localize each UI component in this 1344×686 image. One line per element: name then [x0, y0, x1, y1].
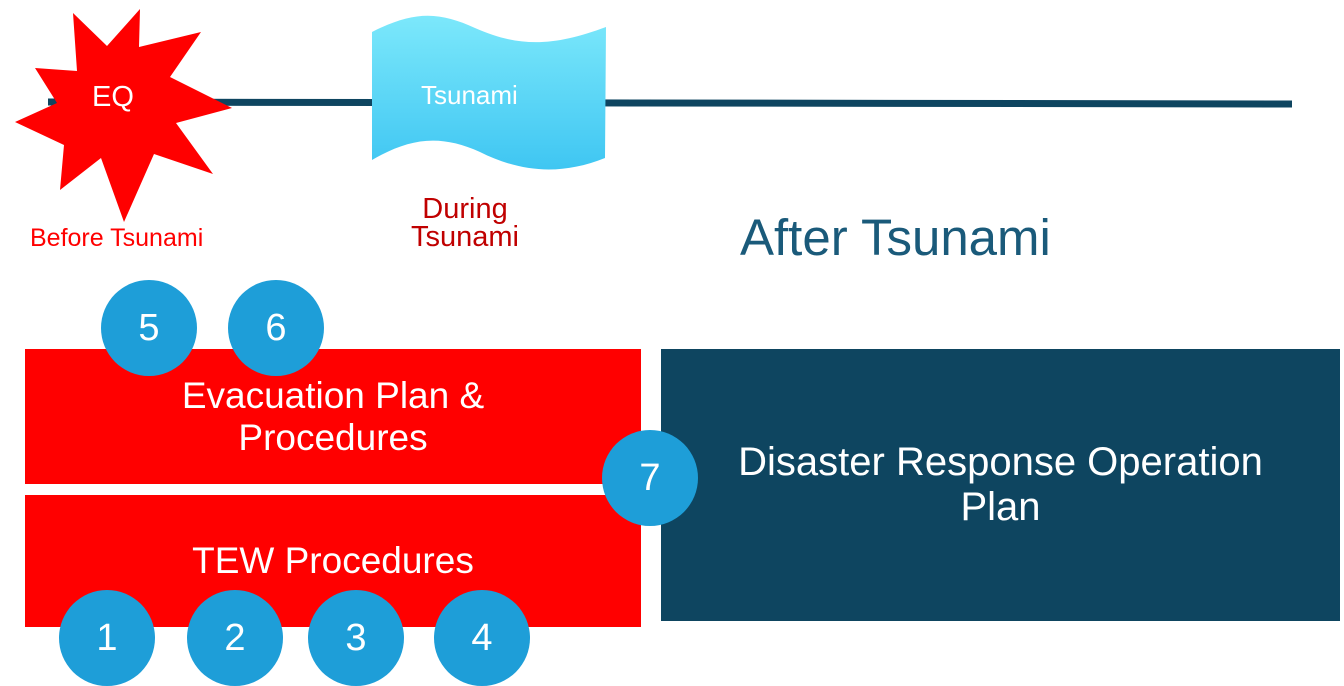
disaster-response-box: Disaster Response Operation Plan — [661, 349, 1340, 621]
phase-after-label: After Tsunami — [740, 209, 1051, 266]
phase-during-label: During Tsunami — [390, 193, 540, 253]
phase-during-line1: During — [422, 193, 508, 225]
tew-procedures-label: TEW Procedures — [192, 540, 474, 582]
tsunami-wave-shape — [372, 15, 606, 170]
marker-3: 3 — [308, 590, 404, 686]
earthquake-starburst — [15, 9, 232, 222]
evacuation-plan-box: Evacuation Plan & Procedures — [25, 349, 641, 484]
evacuation-plan-line1: Evacuation Plan & — [181, 375, 485, 417]
marker-4: 4 — [434, 590, 530, 686]
disaster-response-line1: Disaster Response Operation — [738, 440, 1263, 485]
marker-1: 1 — [59, 590, 155, 686]
tsunami-label: Tsunami — [421, 80, 518, 110]
marker-2: 2 — [187, 590, 283, 686]
phase-before-label: Before Tsunami — [30, 224, 204, 252]
marker-6: 6 — [228, 280, 324, 376]
phase-during-line2: Tsunami — [411, 220, 519, 253]
marker-7: 7 — [602, 430, 698, 526]
disaster-response-line2: Plan — [960, 485, 1041, 529]
eq-label: EQ — [92, 81, 134, 113]
evacuation-plan-line2: Procedures — [238, 416, 428, 458]
marker-5: 5 — [101, 280, 197, 376]
timeline-line — [47, 98, 1293, 108]
